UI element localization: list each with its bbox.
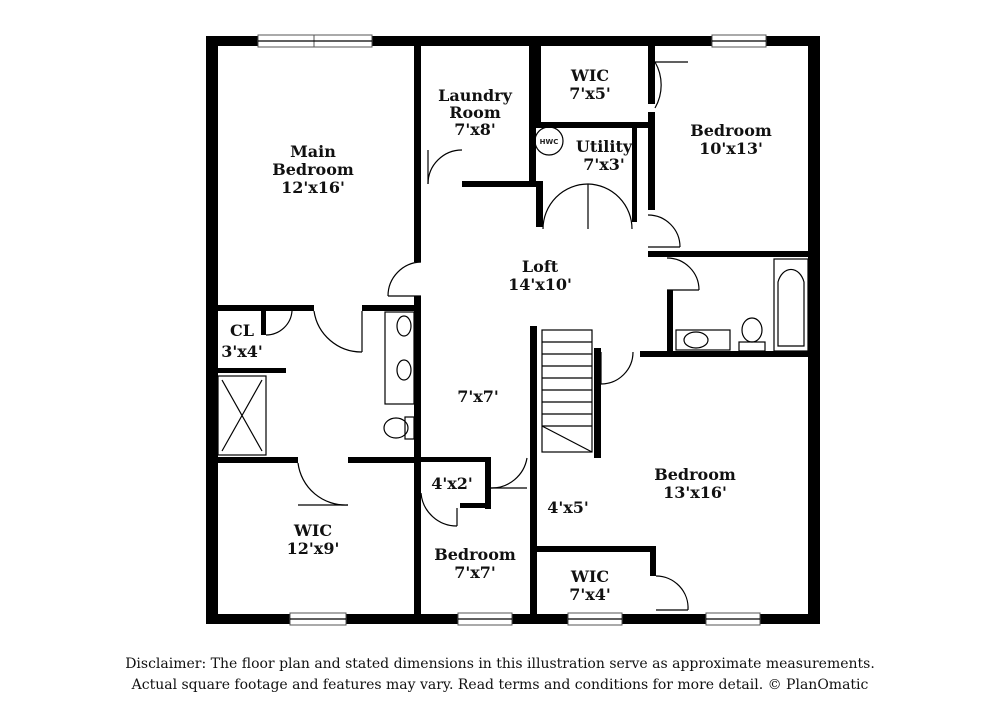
closet-cl-dim: 3'x4'	[221, 342, 263, 361]
windows	[257, 34, 767, 626]
wic-top-label: WIC	[570, 66, 609, 85]
laundry-label-1: Laundry	[438, 86, 513, 105]
loft-label: Loft	[522, 257, 559, 276]
laundry-dim: 7'x8'	[454, 120, 496, 139]
staircase	[541, 329, 593, 453]
bedroom-s-label: Bedroom	[434, 545, 516, 564]
closet-hall-dim: 4'x5'	[547, 498, 589, 517]
main-bedroom-label-1: Main	[290, 142, 336, 161]
disclaimer-line-1: Disclaimer: The floor plan and stated di…	[125, 656, 875, 672]
wic-se-label: WIC	[570, 567, 609, 586]
closet-small-dim: 4'x2'	[431, 474, 473, 493]
interior-walls	[206, 46, 818, 624]
bedroom-se-dim: 13'x16'	[663, 483, 727, 502]
laundry-label-2: Room	[449, 103, 501, 122]
bedroom-ne-label: Bedroom	[690, 121, 772, 140]
disclaimer: Disclaimer: The floor plan and stated di…	[0, 654, 1000, 696]
hall-dim: 7'x7'	[457, 387, 499, 406]
closet-cl-label: CL	[230, 321, 254, 340]
room-labels: Main Bedroom 12'x16' Laundry Room 7'x8' …	[221, 66, 772, 604]
wic-se-dim: 7'x4'	[569, 585, 611, 604]
main-bedroom-label-2: Bedroom	[272, 160, 354, 179]
utility-dim: 7'x3'	[583, 155, 625, 174]
doors	[265, 61, 700, 611]
main-bedroom-dim: 12'x16'	[281, 178, 345, 197]
bedroom-s-dim: 7'x7'	[454, 563, 496, 582]
hwc-label: HWC	[540, 138, 559, 146]
bedroom-se-label: Bedroom	[654, 465, 736, 484]
disclaimer-line-2: Actual square footage and features may v…	[131, 677, 869, 693]
loft-dim: 14'x10'	[508, 275, 572, 294]
utility-label: Utility	[576, 137, 633, 156]
wic-main-dim: 12'x9'	[287, 539, 340, 558]
wic-main-label: WIC	[293, 521, 332, 540]
exterior-walls	[206, 36, 820, 624]
bath-fixtures	[217, 126, 809, 456]
bedroom-ne-dim: 10'x13'	[699, 139, 763, 158]
floor-plan: Main Bedroom 12'x16' Laundry Room 7'x8' …	[206, 34, 820, 626]
wic-top-dim: 7'x5'	[569, 84, 611, 103]
